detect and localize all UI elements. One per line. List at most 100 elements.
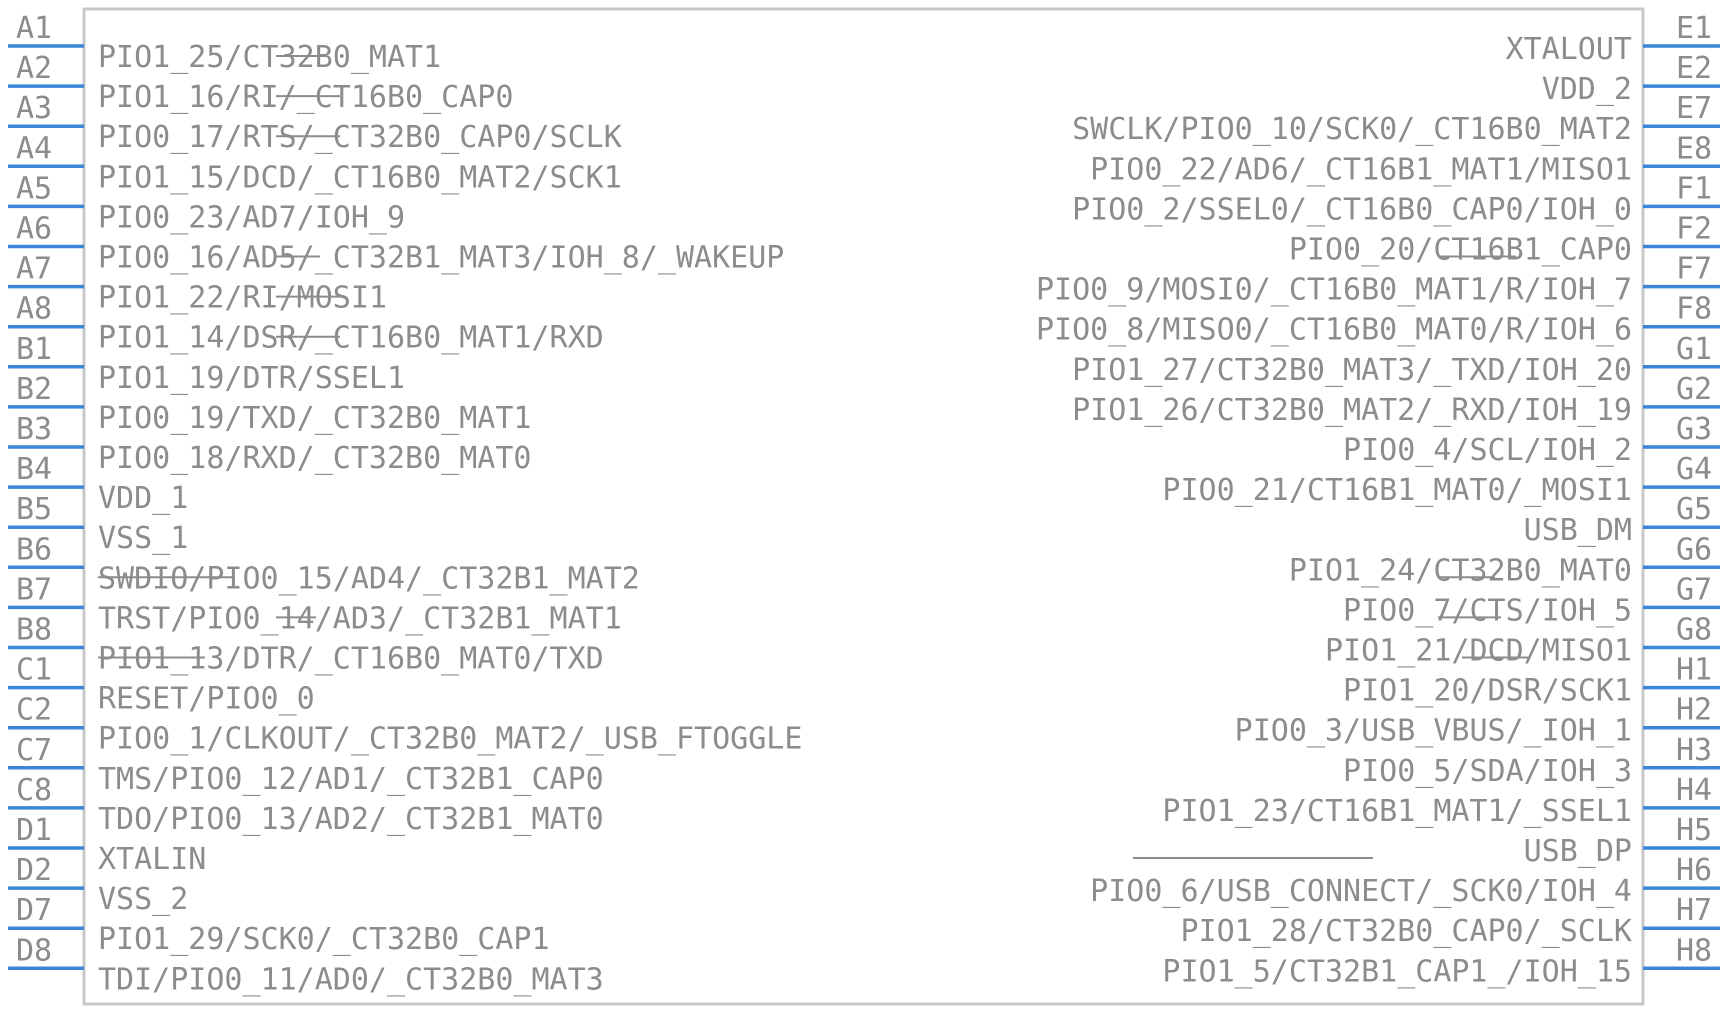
pin-name-g2: PIO1_26/CT32B0_MAT2/_RXD/IOH_19 — [1072, 393, 1632, 428]
pin-number-h2: H2 — [1676, 693, 1712, 728]
pin-number-b1: B1 — [16, 332, 52, 367]
pin-name-c2: PIO0_1/CLKOUT/_CT32B0_MAT2/_USB_FTOGGLE — [98, 722, 802, 757]
pin-number-a3: A3 — [16, 91, 52, 126]
pin-number-h7: H7 — [1676, 893, 1712, 928]
pin-number-g7: G7 — [1676, 572, 1712, 607]
pin-number-a1: A1 — [16, 11, 52, 46]
pin-name-b2: PIO0_19/TXD/_CT32B0_MAT1 — [98, 401, 531, 436]
pin-number-b4: B4 — [16, 452, 52, 487]
pin-number-b7: B7 — [16, 572, 52, 607]
pin-number-f1: F1 — [1676, 171, 1712, 206]
pin-name-b4: VDD_1 — [98, 481, 188, 516]
pin-number-b8: B8 — [16, 613, 52, 648]
pin-number-f8: F8 — [1676, 292, 1712, 327]
pin-name-b1: PIO1_19/DTR/SSEL1 — [98, 361, 405, 396]
pin-number-g6: G6 — [1676, 532, 1712, 567]
pin-number-a7: A7 — [16, 252, 52, 287]
pin-name-e1: XTALOUT — [1506, 32, 1632, 67]
pin-name-e7: SWCLK/PIO0_10/SCK0/_CT16B0_MAT2 — [1072, 112, 1632, 147]
pin-name-g7: PIO0_7/CTS/IOH_5 — [1343, 593, 1632, 628]
pin-number-e7: E7 — [1676, 91, 1712, 126]
pin-name-h2: PIO0_3/USB_VBUS/_IOH_1 — [1235, 714, 1632, 749]
pin-number-g5: G5 — [1676, 492, 1712, 527]
pin-number-h6: H6 — [1676, 853, 1712, 888]
pin-number-h8: H8 — [1676, 933, 1712, 968]
pin-name-e8: PIO0_22/AD6/_CT16B1_MAT1/MISO1 — [1090, 152, 1632, 187]
pin-number-c7: C7 — [16, 733, 52, 768]
pin-name-d1: XTALIN — [98, 842, 206, 877]
pin-number-b3: B3 — [16, 412, 52, 447]
pin-number-d8: D8 — [16, 933, 52, 968]
pin-name-b7: TRST/PIO0_14/AD3/_CT32B1_MAT1 — [98, 601, 622, 636]
pin-name-g1: PIO1_27/CT32B0_MAT3/_TXD/IOH_20 — [1072, 353, 1632, 388]
pin-name-b5: VSS_1 — [98, 521, 188, 556]
pin-number-c8: C8 — [16, 773, 52, 808]
pin-name-a8: PIO1_14/DSR/_CT16B0_MAT1/RXD — [98, 321, 604, 356]
pin-number-g3: G3 — [1676, 412, 1712, 447]
pin-number-a4: A4 — [16, 131, 52, 166]
pin-name-f7: PIO0_9/MOSI0/_CT16B0_MAT1/R/IOH_7 — [1036, 273, 1632, 308]
pin-number-g2: G2 — [1676, 372, 1712, 407]
pin-name-d2: VSS_2 — [98, 882, 188, 917]
pin-name-g6: PIO1_24/CT32B0_MAT0 — [1289, 553, 1632, 588]
pin-name-f8: PIO0_8/MISO0/_CT16B0_MAT0/R/IOH_6 — [1036, 313, 1632, 348]
pin-number-e8: E8 — [1676, 131, 1712, 166]
pin-name-h3: PIO0_5/SDA/IOH_3 — [1343, 754, 1632, 789]
pin-name-g8: PIO1_21/DCD/MISO1 — [1325, 634, 1632, 669]
pin-number-b2: B2 — [16, 372, 52, 407]
pin-number-h1: H1 — [1676, 653, 1712, 688]
pin-name-g5: USB_DM — [1524, 513, 1632, 548]
pin-number-d7: D7 — [16, 893, 52, 928]
pin-number-h4: H4 — [1676, 773, 1712, 808]
pin-name-a7: PIO1_22/RI/MOSI1 — [98, 281, 387, 316]
pin-number-a6: A6 — [16, 212, 52, 247]
pin-name-c8: TDO/PIO0_13/AD2/_CT32B1_MAT0 — [98, 802, 604, 837]
pin-number-h5: H5 — [1676, 813, 1712, 848]
pin-number-c1: C1 — [16, 653, 52, 688]
pin-number-b5: B5 — [16, 492, 52, 527]
pin-number-a2: A2 — [16, 51, 52, 86]
pin-number-g1: G1 — [1676, 332, 1712, 367]
pin-name-h8: PIO1_5/CT32B1_CAP1_/IOH_15 — [1162, 954, 1632, 989]
pin-name-e2: VDD_2 — [1542, 72, 1632, 107]
pin-number-d2: D2 — [16, 853, 52, 888]
pin-number-e1: E1 — [1676, 11, 1712, 46]
pin-name-a5: PIO0_23/AD7/IOH_9 — [98, 200, 405, 235]
pin-number-b6: B6 — [16, 532, 52, 567]
pin-name-h6: PIO0_6/USB_CONNECT/_SCK0/IOH_4 — [1090, 874, 1632, 909]
pin-number-a5: A5 — [16, 171, 52, 206]
pin-number-e2: E2 — [1676, 51, 1712, 86]
pin-name-d8: TDI/PIO0_11/AD0/_CT32B0_MAT3 — [98, 962, 604, 997]
pin-name-g4: PIO0_21/CT16B1_MAT0/_MOSI1 — [1162, 473, 1632, 508]
ic-body — [82, 7, 1645, 1006]
pin-number-g4: G4 — [1676, 452, 1712, 487]
pin-number-d1: D1 — [16, 813, 52, 848]
pin-name-c7: TMS/PIO0_12/AD1/_CT32B1_CAP0 — [98, 762, 604, 797]
pin-name-b3: PIO0_18/RXD/_CT32B0_MAT0 — [98, 441, 531, 476]
pin-name-c1: RESET/PIO0_0 — [98, 682, 315, 717]
pin-name-h5: USB_DP — [1524, 834, 1632, 869]
pin-name-g3: PIO0_4/SCL/IOH_2 — [1343, 433, 1632, 468]
pin-name-a3: PIO0_17/RTS/_CT32B0_CAP0/SCLK — [98, 120, 622, 155]
pin-name-h4: PIO1_23/CT16B1_MAT1/_SSEL1 — [1162, 794, 1632, 829]
pin-number-f7: F7 — [1676, 252, 1712, 287]
pin-name-f2: PIO0_20/CT16B1_CAP0 — [1289, 233, 1632, 268]
pin-name-f1: PIO0_2/SSEL0/_CT16B0_CAP0/IOH_0 — [1072, 192, 1632, 227]
pin-number-f2: F2 — [1676, 212, 1712, 247]
pin-number-h3: H3 — [1676, 733, 1712, 768]
pin-number-a8: A8 — [16, 292, 52, 327]
pin-name-a1: PIO1_25/CT32B0_MAT1 — [98, 40, 441, 75]
pin-number-c2: C2 — [16, 693, 52, 728]
pin-name-h7: PIO1_28/CT32B0_CAP0/_SCLK — [1180, 914, 1632, 949]
overbar-group — [98, 55, 1528, 859]
pin-number-g8: G8 — [1676, 613, 1712, 648]
pin-name-a2: PIO1_16/RI/_CT16B0_CAP0 — [98, 80, 513, 115]
pin-name-a4: PIO1_15/DCD/_CT16B0_MAT2/SCK1 — [98, 160, 622, 195]
pin-name-h1: PIO1_20/DSR/SCK1 — [1343, 674, 1632, 709]
pin-name-a6: PIO0_16/AD5/_CT32B1_MAT3/IOH_8/_WAKEUP — [98, 241, 784, 276]
pin-name-b6: SWDIO/PIO0_15/AD4/_CT32B1_MAT2 — [98, 561, 640, 596]
pin-name-b8: PIO1_13/DTR/_CT16B0_MAT0/TXD — [98, 642, 604, 677]
pin-name-d7: PIO1_29/SCK0/_CT32B0_CAP1 — [98, 922, 550, 957]
